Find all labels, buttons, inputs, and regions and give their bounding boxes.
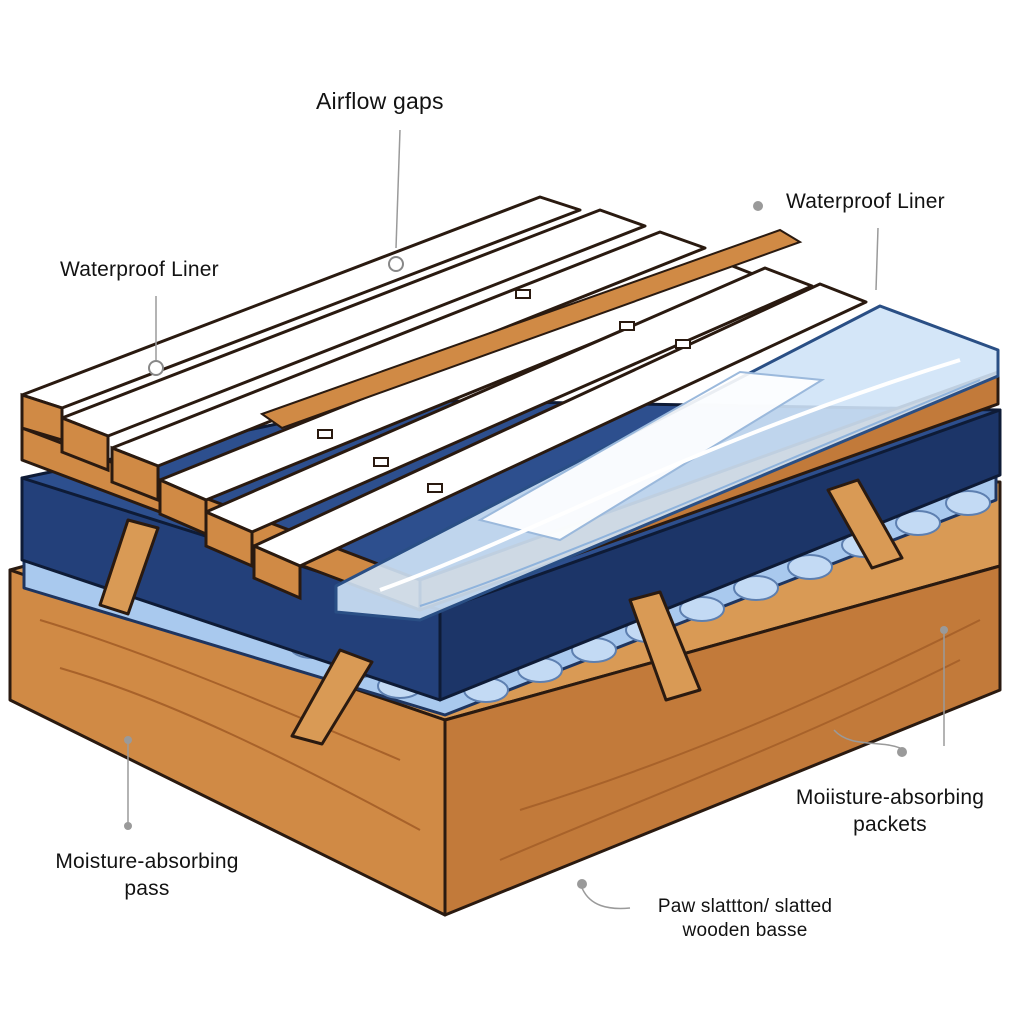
liner-fold [379,358,961,592]
strap [628,590,702,702]
center-support [259,228,803,430]
wood-grain-line [59,667,421,831]
wood-grain-line [499,659,961,861]
slat [20,195,582,443]
label-waterproof-liner-left: Waterproof Liner [60,258,219,281]
dot-pass-top [124,736,132,744]
label-moisture-packets-line1: Moiisture-absorbing [795,786,985,809]
label-slatted-base: Paw slattton/ slatted wooden basse [630,895,860,943]
slat [252,282,868,601]
label-airflow-gaps: Airflow gaps [316,88,444,114]
label-moisture-packets: Moiisture-absorbing packets [760,784,1020,838]
wood-grain-line [519,619,981,811]
wood-grain-line [39,619,401,761]
leader-liner-right [875,227,879,291]
dot-airflow [388,256,404,272]
dot-base [577,879,587,889]
leader-base-curve [581,887,631,910]
label-moisture-packets-line2: packets [853,813,927,836]
label-moisture-pass: Moisture-absorbing pass [24,848,270,902]
leader-airflow [395,129,401,249]
slat [60,208,647,473]
label-moisture-pass-line1: Moisture-absorbing [55,850,239,873]
liner-fold [419,379,981,607]
label-moisture-pass-line2: pass [124,877,170,900]
dot-packets-end [897,747,907,757]
waterproof-liner [334,304,1000,622]
slat [204,266,814,569]
dot-packets-top [940,626,948,634]
dot-liner-left [148,360,164,376]
straps [98,478,904,746]
leader-dots [124,201,948,889]
dot-liner-right [753,201,763,211]
dot-pass-bottom [124,822,132,830]
label-slatted-base-line1: Paw slattton/ slatted [657,896,833,917]
liner-white-panel [477,370,826,542]
label-slatted-base-line2: wooden basse [682,920,808,941]
strap [826,478,904,570]
strap [290,648,374,746]
leader-lines [127,129,945,910]
label-waterproof-liner-right: Waterproof Liner [786,190,945,213]
base-side-face [443,564,1002,917]
strap [98,518,160,616]
gap-markers [317,289,691,493]
leader-packets-curve [833,729,901,749]
slat [110,230,707,503]
